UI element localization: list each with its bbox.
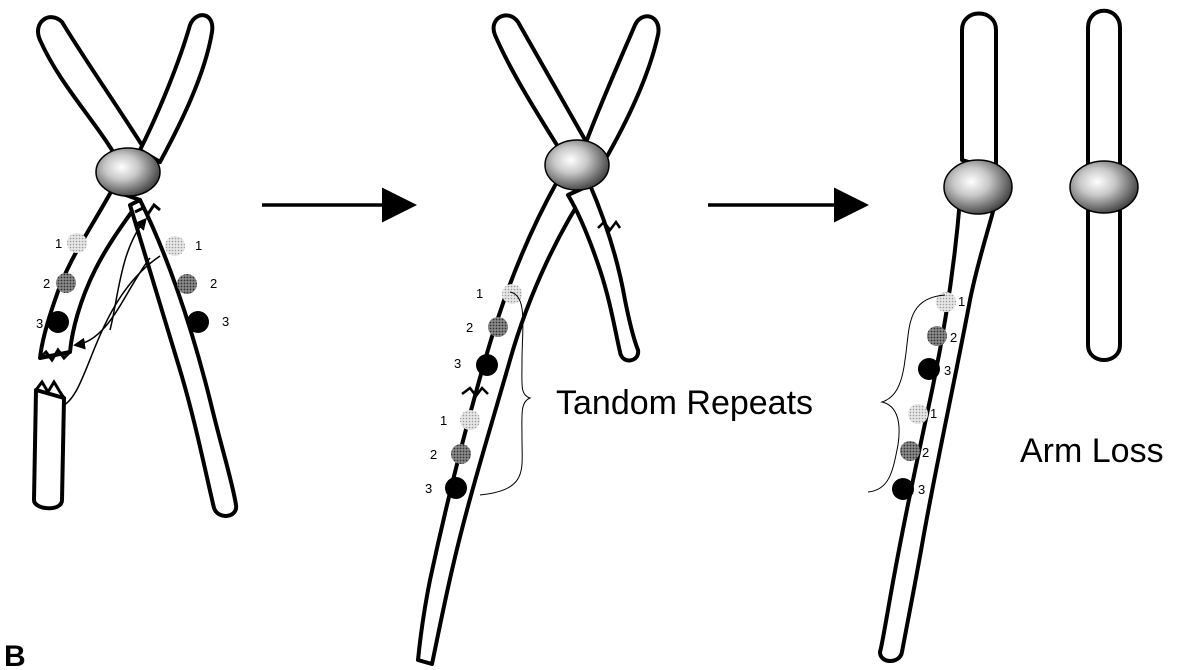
marker-1 [908, 404, 928, 424]
marker-label-2: 2 [210, 276, 217, 291]
marker-3 [445, 477, 467, 499]
marker-2 [488, 317, 508, 337]
marker-label-3: 3 [222, 314, 229, 329]
marker-3 [47, 311, 69, 333]
marker-1 [936, 292, 956, 312]
marker-2 [56, 273, 76, 293]
centromere [1070, 161, 1138, 213]
tandem-repeats-label: Tandom Repeats [556, 384, 813, 422]
marker-label-2: 2 [43, 276, 50, 291]
chromosome-left: 1 2 3 1 2 3 [34, 15, 236, 516]
centromere [96, 148, 160, 196]
marker-2 [177, 274, 197, 294]
marker-label-2: 2 [950, 330, 957, 345]
marker-label-1: 1 [195, 238, 202, 253]
marker-label-3: 3 [454, 356, 461, 371]
marker-3 [892, 478, 914, 500]
chromosome-lost-arm [1070, 11, 1138, 360]
marker-2 [900, 441, 920, 461]
marker-label-3: 3 [918, 482, 925, 497]
chromosome-right: 1 2 3 1 2 3 [868, 14, 1012, 662]
marker-label-1: 1 [958, 294, 965, 309]
marker-1 [165, 236, 185, 256]
marker-label-3: 3 [425, 481, 432, 496]
marker-label-2: 2 [430, 447, 437, 462]
marker-1 [67, 233, 87, 253]
marker-label-3: 3 [944, 363, 951, 378]
marker-3 [187, 311, 209, 333]
marker-label-2: 2 [466, 320, 473, 335]
marker-label-2: 2 [922, 445, 929, 460]
marker-2 [927, 326, 947, 346]
marker-label-3: 3 [36, 316, 43, 331]
marker-3 [476, 354, 498, 376]
chromosome-middle: 1 2 3 1 2 3 [418, 15, 659, 664]
marker-label-1: 1 [55, 236, 62, 251]
centromere [545, 140, 609, 190]
panel-label: B [4, 640, 26, 670]
marker-label-1: 1 [476, 286, 483, 301]
marker-1 [502, 284, 522, 304]
marker-1 [460, 410, 480, 430]
marker-label-1: 1 [930, 406, 937, 421]
marker-label-1: 1 [440, 413, 447, 428]
marker-2 [451, 444, 471, 464]
arm-loss-label: Arm Loss [1020, 432, 1164, 470]
centromere [944, 160, 1012, 214]
marker-3 [918, 358, 940, 380]
